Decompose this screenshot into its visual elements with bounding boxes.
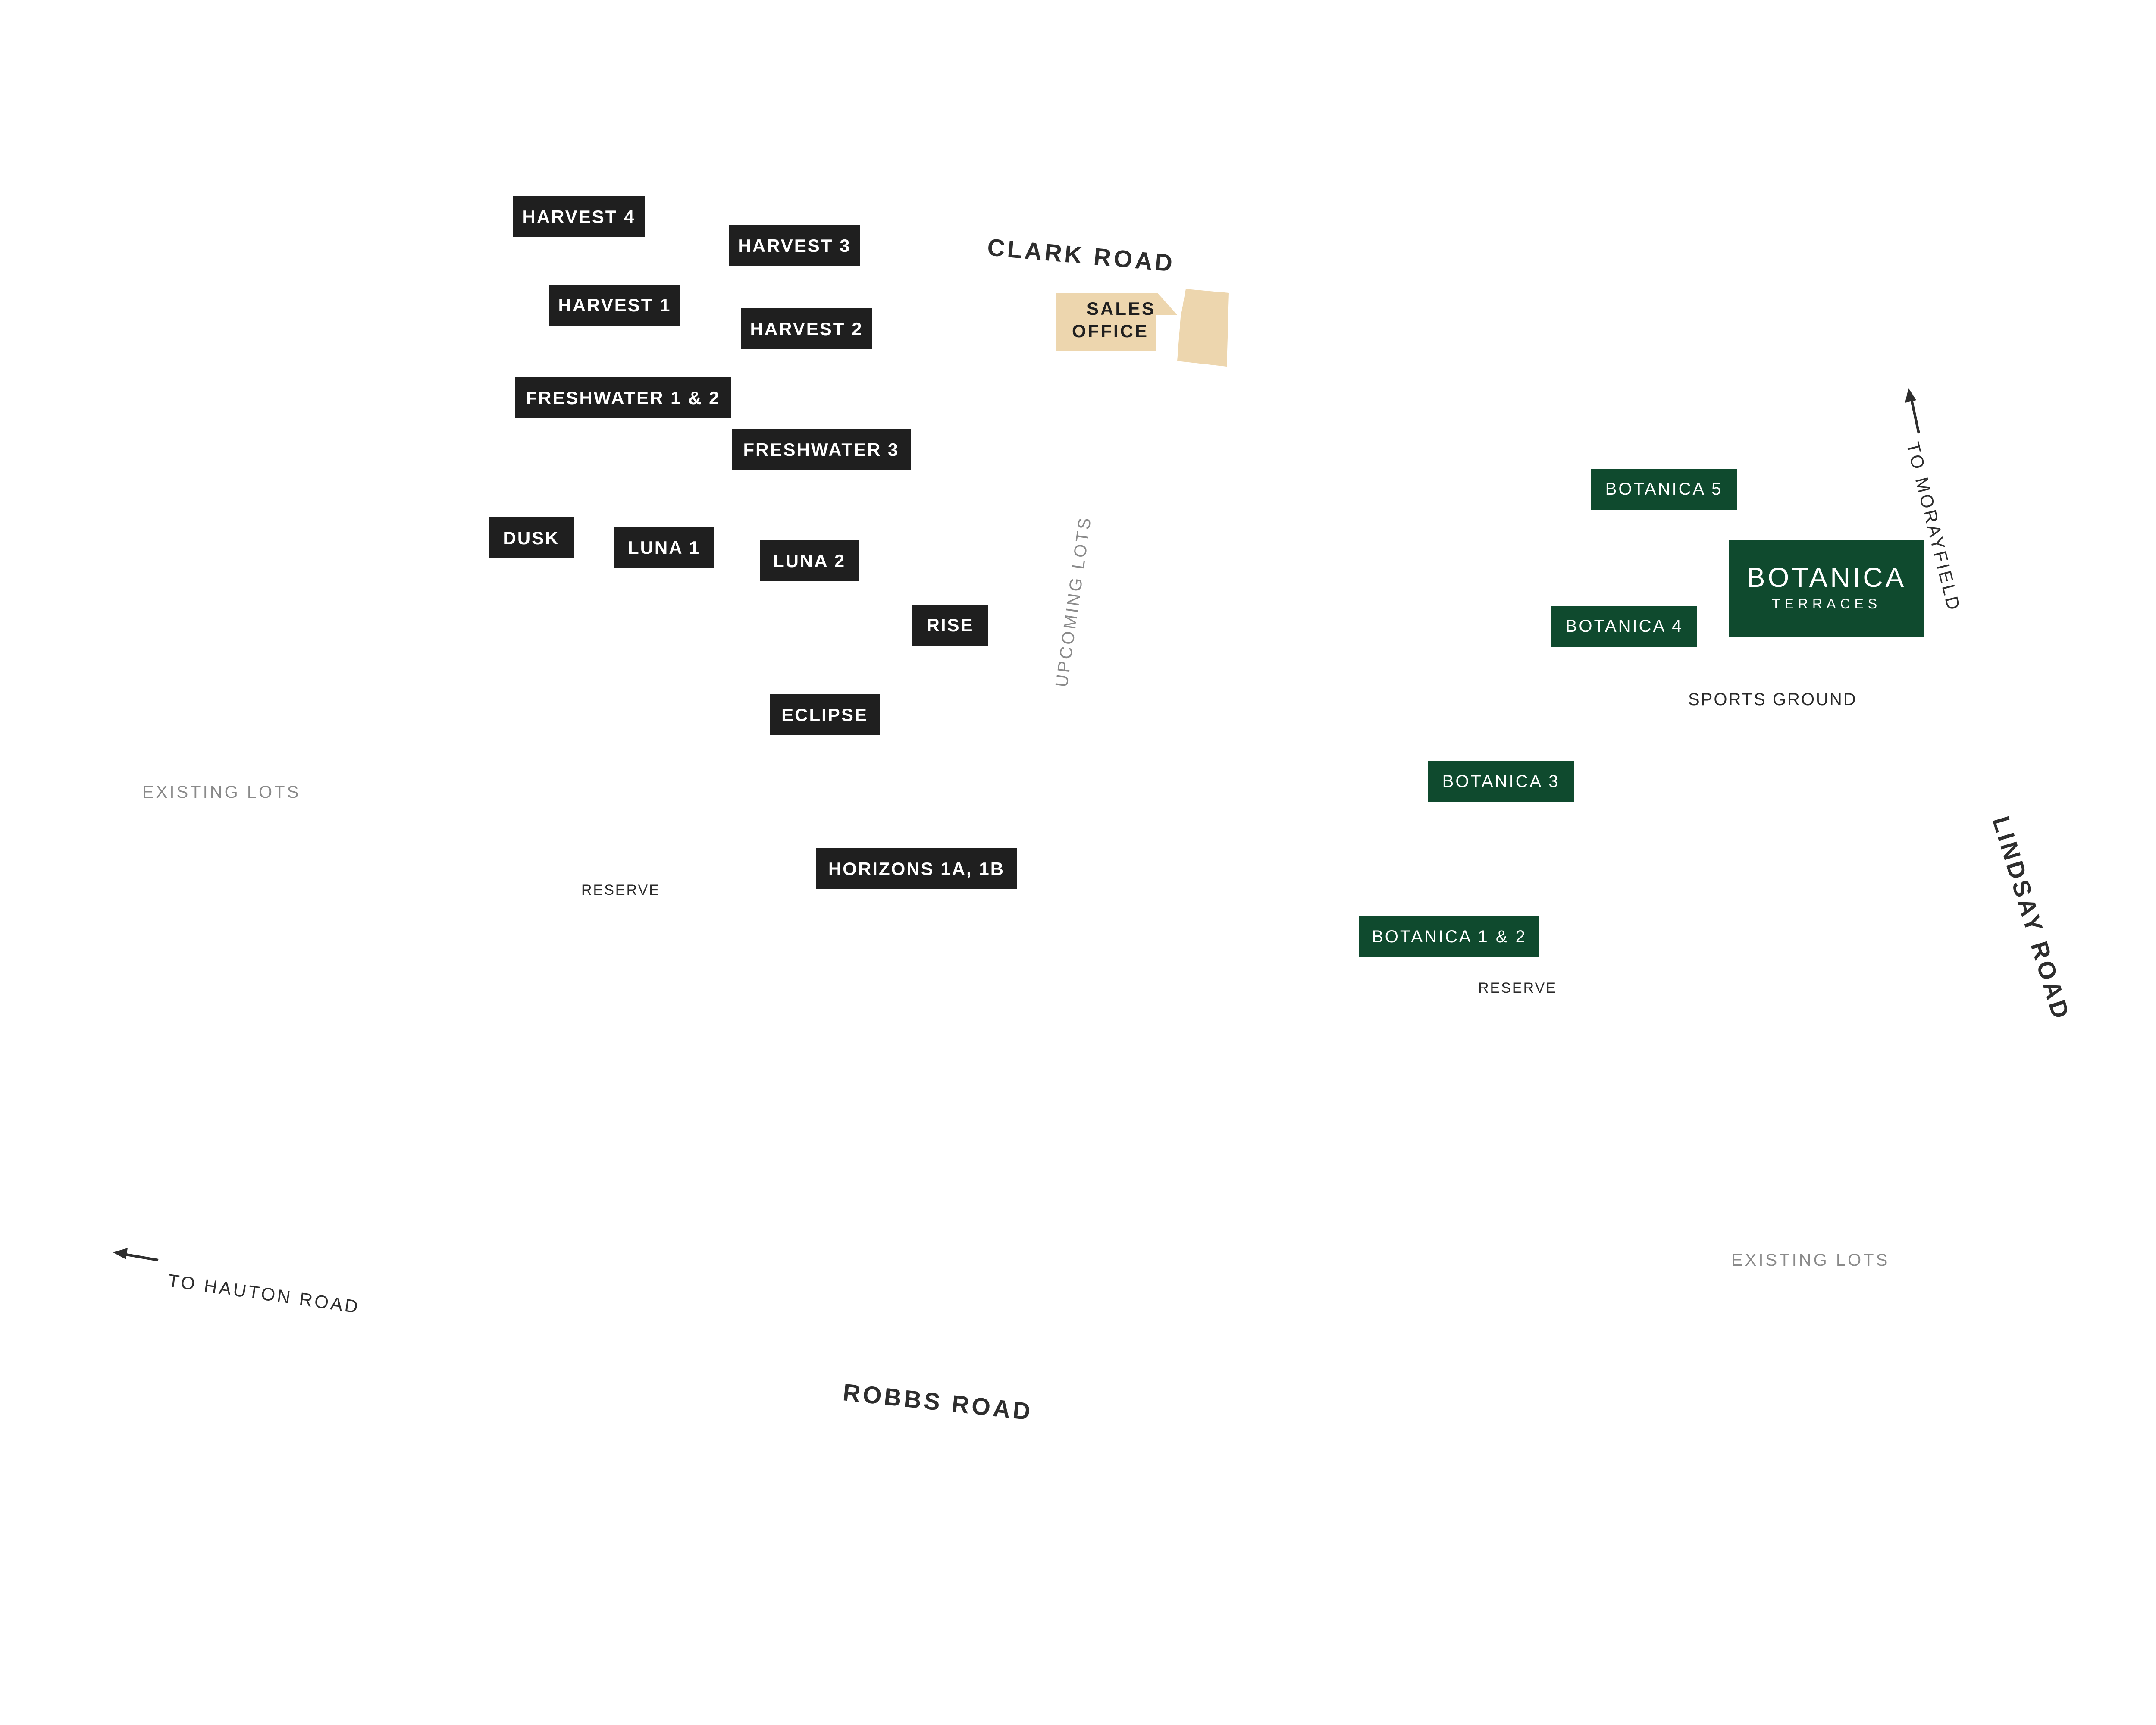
sales-office-building <box>1056 289 1229 367</box>
robbs-road-label: ROBBS ROAD <box>841 1378 1034 1426</box>
stage-dusk[interactable]: DUSK <box>489 518 574 558</box>
stage-botanica-1-2[interactable]: BOTANICA 1 & 2 <box>1359 916 1539 957</box>
lindsay-road-label: LINDSAY ROAD <box>1987 813 2075 1024</box>
sales-office-line2: OFFICE <box>1072 321 1149 341</box>
stage-botanica-4[interactable]: BOTANICA 4 <box>1551 606 1697 647</box>
botanica-terraces-subtitle: TERRACES <box>1771 596 1882 612</box>
stage-botanica-3[interactable]: BOTANICA 3 <box>1428 761 1574 802</box>
stage-harvest-1[interactable]: HARVEST 1 <box>549 285 680 326</box>
stage-harvest-3[interactable]: HARVEST 3 <box>729 225 860 266</box>
arrow-up-icon <box>1905 388 1920 434</box>
sales-office-line1: SALES <box>1086 298 1156 319</box>
stage-harvest-2[interactable]: HARVEST 2 <box>741 308 872 349</box>
stage-luna-2[interactable]: LUNA 2 <box>760 540 859 581</box>
reserve-label-right: RESERVE <box>1478 980 1557 996</box>
botanica-terraces-block[interactable]: BOTANICA TERRACES <box>1729 540 1924 637</box>
to-hauton-road-label: TO HAUTON ROAD <box>166 1270 361 1317</box>
stage-horizons-1a-1b[interactable]: HORIZONS 1A, 1B <box>816 848 1017 889</box>
stage-luna-1[interactable]: LUNA 1 <box>614 527 714 568</box>
stage-harvest-4[interactable]: HARVEST 4 <box>513 196 645 237</box>
existing-lots-label-right: EXISTING LOTS <box>1731 1251 1890 1270</box>
sales-office-label[interactable]: SALES OFFICE <box>1061 298 1160 342</box>
reserve-label-left: RESERVE <box>581 882 660 898</box>
upcoming-lots-label: UPCOMING LOTS <box>1052 514 1095 689</box>
botanica-terraces-title: BOTANICA <box>1746 562 1907 593</box>
sports-ground-label: SPORTS GROUND <box>1688 690 1857 709</box>
stage-rise[interactable]: RISE <box>912 605 988 646</box>
stage-freshwater-1-2[interactable]: FRESHWATER 1 & 2 <box>515 377 731 418</box>
stage-eclipse[interactable]: ECLIPSE <box>770 694 880 735</box>
stage-freshwater-3[interactable]: FRESHWATER 3 <box>732 429 911 470</box>
clark-road-label: CLARK ROAD <box>986 233 1176 277</box>
stage-botanica-5[interactable]: BOTANICA 5 <box>1591 469 1737 510</box>
existing-lots-label-left: EXISTING LOTS <box>142 783 301 802</box>
arrow-left-icon <box>113 1248 159 1261</box>
